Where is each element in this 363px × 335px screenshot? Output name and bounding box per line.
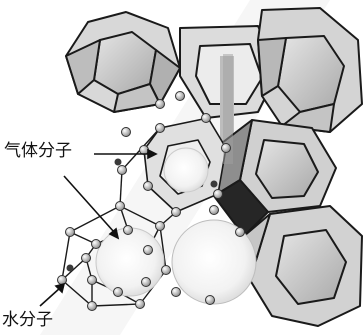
- cage-top-right: [257, 7, 363, 133]
- water-molecule-label: 水分子: [2, 310, 53, 330]
- gas-molecule-sphere-large: [171, 219, 257, 305]
- gas-molecule-sphere-center: [163, 147, 209, 193]
- gas-molecule-label: 气体分子: [4, 141, 72, 161]
- oxygen-atoms: [66, 158, 218, 272]
- water-molecule-atoms: [57, 91, 245, 311]
- cage-top-left: [65, 11, 181, 113]
- label-arrows: [39, 148, 158, 307]
- dotted-column: [223, 54, 233, 164]
- gas-molecule-sphere-small: [95, 227, 165, 297]
